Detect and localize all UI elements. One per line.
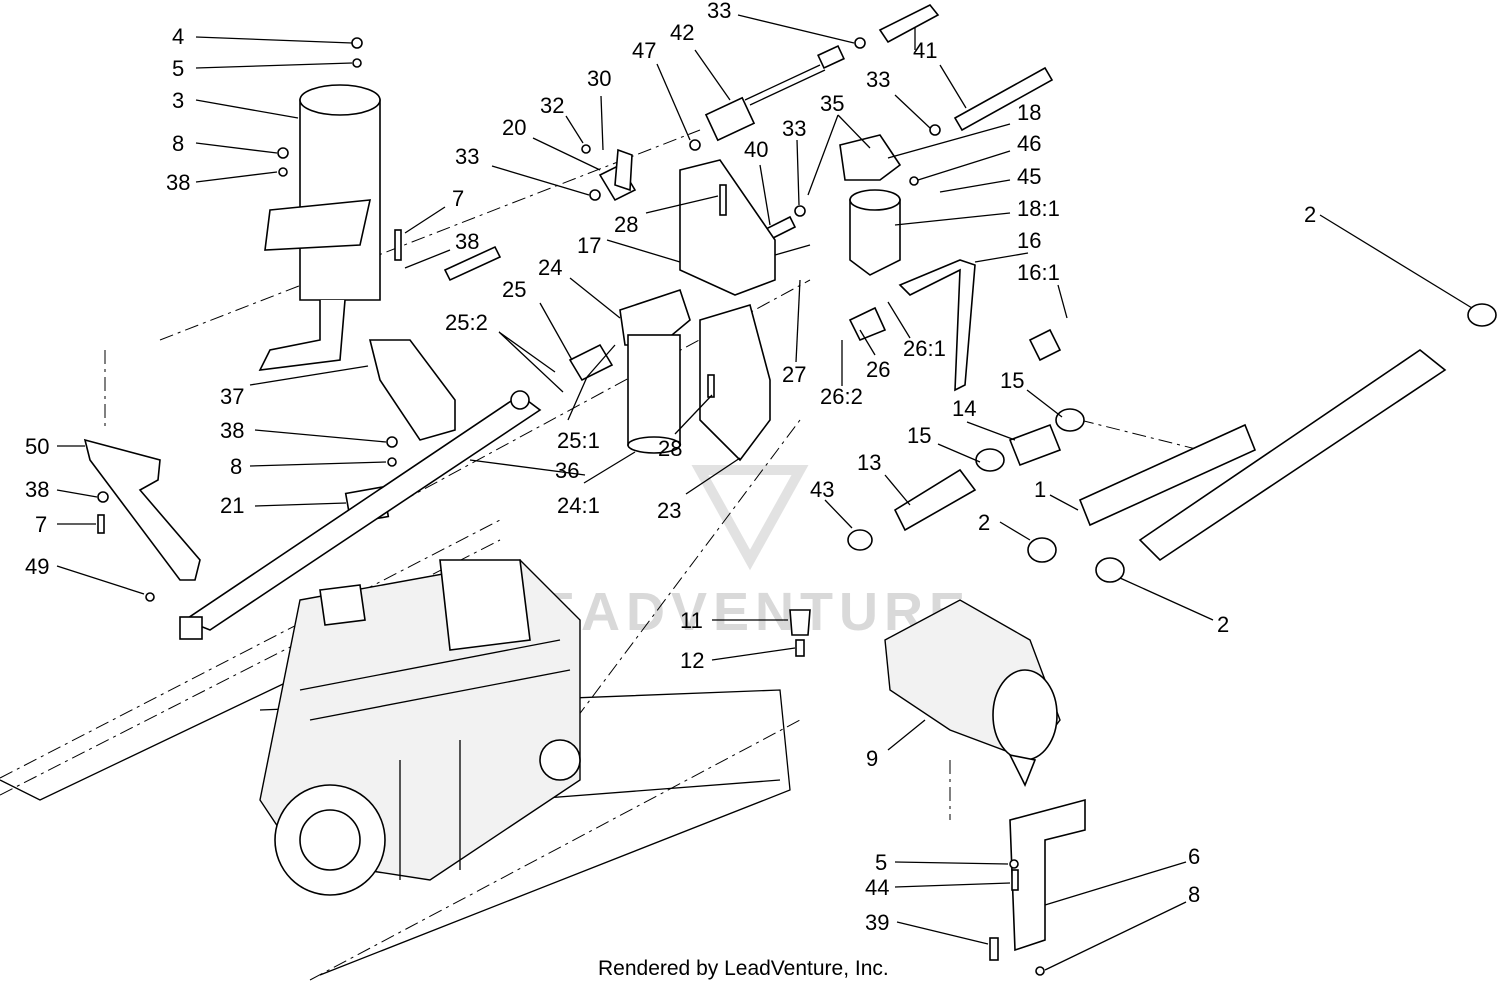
- callout-3: 3: [172, 88, 184, 113]
- hose-section: [443, 245, 502, 282]
- fitting-36-nut: [179, 616, 203, 640]
- callout-15: 15: [1000, 368, 1024, 393]
- hardware: [97, 37, 1045, 976]
- callout-13: 13: [857, 450, 881, 475]
- callout-2: 2: [978, 510, 990, 535]
- callout-1: 1: [1034, 477, 1046, 502]
- callout-8: 8: [230, 454, 242, 479]
- callout-50: 50: [25, 434, 49, 459]
- callout-33: 33: [866, 67, 890, 92]
- callout-5: 5: [172, 56, 184, 81]
- callout-38: 38: [25, 477, 49, 502]
- callout-17: 17: [577, 233, 601, 258]
- callout-16-1: 16:1: [1017, 260, 1060, 285]
- credit-text: Rendered by LeadVenture, Inc.: [598, 957, 889, 980]
- bracket-23: [699, 303, 771, 462]
- callout-11: 11: [680, 608, 703, 633]
- callout-26-1: 26:1: [903, 336, 946, 361]
- callout-38: 38: [220, 418, 244, 443]
- callout-32: 32: [540, 93, 564, 118]
- callout-30: 30: [587, 66, 611, 91]
- callout-18-1: 18:1: [1017, 196, 1060, 221]
- fuel-line-16: [898, 259, 976, 392]
- bracket-17: [679, 159, 776, 296]
- clamp-30: [614, 148, 633, 192]
- hose-41-upper: [878, 3, 940, 44]
- callout-40: 40: [744, 137, 768, 162]
- callout-25-1: 25:1: [557, 428, 600, 453]
- callout-24: 24: [538, 255, 562, 280]
- callout-2: 2: [1217, 612, 1229, 637]
- callout-47: 47: [632, 38, 656, 63]
- callout-7: 7: [452, 186, 464, 211]
- fitting-36-end: [510, 390, 530, 410]
- callout-14: 14: [952, 396, 976, 421]
- callout-38: 38: [455, 229, 479, 254]
- callout-41: 41: [913, 38, 937, 63]
- callout-12: 12: [680, 648, 704, 673]
- callout-18: 18: [1017, 100, 1041, 125]
- callout-16: 16: [1017, 228, 1041, 253]
- engine: [259, 559, 581, 896]
- callout-27: 27: [782, 362, 806, 387]
- callout-38: 38: [166, 170, 190, 195]
- indicator-11: [789, 609, 811, 636]
- pipe-36: [183, 394, 542, 631]
- sensor-42: [704, 44, 845, 142]
- muffler: [258, 84, 381, 371]
- callout-33: 33: [455, 144, 479, 169]
- callout-25: 25: [502, 277, 526, 302]
- bracket-37: [368, 339, 456, 441]
- callout-28: 28: [658, 436, 682, 461]
- callout-5: 5: [875, 850, 887, 875]
- watermark-logo: [691, 465, 809, 571]
- callout-8: 8: [172, 131, 184, 156]
- callout-26: 26: [866, 357, 890, 382]
- fitting-26: [848, 306, 887, 342]
- callout-49: 49: [25, 554, 49, 579]
- callout-20: 20: [502, 115, 526, 140]
- callout-39: 39: [865, 910, 889, 935]
- callout-36: 36: [555, 458, 579, 483]
- callout-45: 45: [1017, 164, 1041, 189]
- callout-25-2: 25:2: [445, 310, 488, 335]
- callout-labels: 4 5 3 8 38 7 38 37 38 8 21 50 38 7 49 36…: [25, 0, 1316, 935]
- callout-4: 4: [172, 24, 184, 49]
- callout-9: 9: [866, 746, 878, 771]
- callout-43: 43: [810, 477, 834, 502]
- callout-42: 42: [670, 20, 694, 45]
- bracket-50: [83, 438, 201, 581]
- bracket-6: [1009, 798, 1086, 952]
- leader-lines: [56, 14, 1473, 971]
- callout-21: 21: [220, 493, 244, 518]
- callout-46: 46: [1017, 131, 1041, 156]
- callout-15: 15: [907, 423, 931, 448]
- fuel-filter-24: [619, 288, 691, 454]
- callout-33: 33: [782, 116, 806, 141]
- callout-7: 7: [35, 512, 47, 537]
- callout-26-2: 26:2: [820, 384, 863, 409]
- water-separator-18: [839, 134, 902, 276]
- fitting-12: [795, 639, 805, 657]
- intake-tubes: [847, 303, 1497, 583]
- callout-35: 35: [820, 91, 844, 116]
- callout-23: 23: [657, 498, 681, 523]
- callout-6: 6: [1188, 844, 1200, 869]
- callout-2: 2: [1304, 202, 1316, 227]
- callout-24-1: 24:1: [557, 493, 600, 518]
- callout-8: 8: [1188, 882, 1200, 907]
- air-cleaner-9: [884, 599, 1061, 787]
- hose-41-lower: [953, 66, 1054, 132]
- fitting-16-1: [1028, 328, 1062, 362]
- fitting-25: [568, 343, 614, 382]
- callout-37: 37: [220, 384, 244, 409]
- callout-33: 33: [707, 0, 731, 23]
- callout-28: 28: [614, 212, 638, 237]
- callout-44: 44: [865, 875, 889, 900]
